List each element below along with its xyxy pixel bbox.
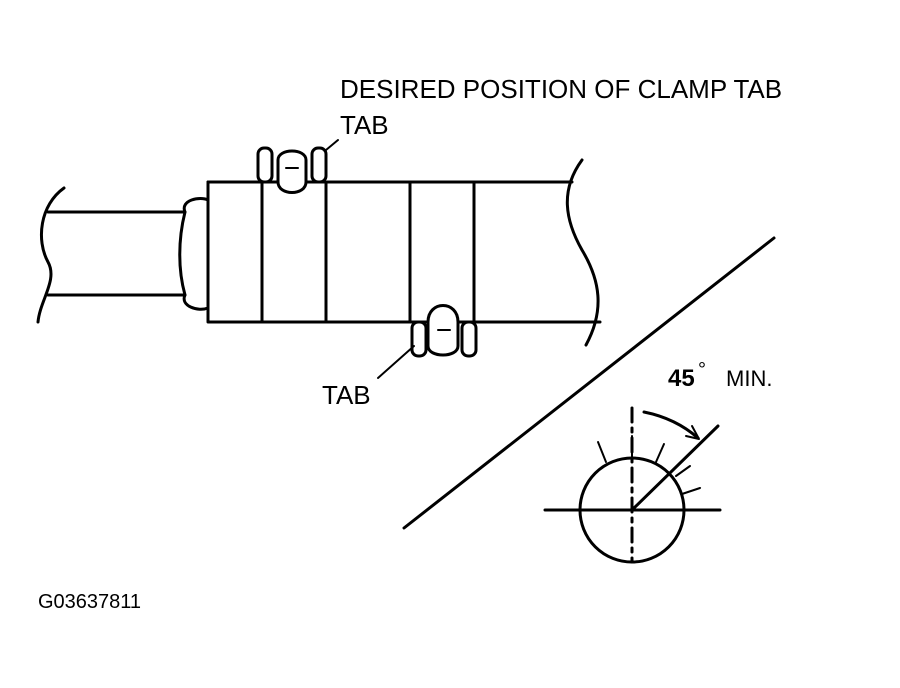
tab-tick-3 (655, 443, 665, 463)
figure-id-label: G03637811 (38, 591, 141, 613)
tab-tick-5 (681, 487, 701, 495)
hose (206, 158, 602, 347)
tab-tick-4 (675, 465, 691, 477)
lower-tab-label: TAB (322, 380, 371, 410)
tab-tick-1 (597, 441, 607, 463)
clamp-ear-lower-left (410, 320, 428, 358)
title-label: DESIRED POSITION OF CLAMP TAB (340, 74, 782, 104)
leader-lower-tab (377, 345, 415, 379)
clamp-band-upper-tab (256, 146, 328, 324)
section-divider (402, 236, 776, 530)
upper-tab-label: TAB (340, 110, 389, 140)
angle-arc-arrowhead (685, 425, 700, 440)
angle-suffix-label: MIN. (726, 366, 772, 391)
angle-degree-symbol: ° (698, 359, 706, 381)
angle-detail (543, 406, 722, 564)
clamp-band-lower-tab (408, 180, 478, 358)
clamp-ear-upper-right (310, 146, 328, 184)
angle-value-label: 45 (668, 365, 695, 392)
angle-arc (642, 410, 700, 440)
angle-line-45 (630, 424, 720, 512)
clamp-tab-upper (276, 149, 308, 194)
left-pipe (36, 186, 187, 324)
leader-upper-tab (325, 139, 339, 151)
pipe-bead (178, 197, 210, 311)
clamp-ear-lower-right (460, 320, 478, 358)
clamp-ear-upper-left (256, 146, 274, 184)
